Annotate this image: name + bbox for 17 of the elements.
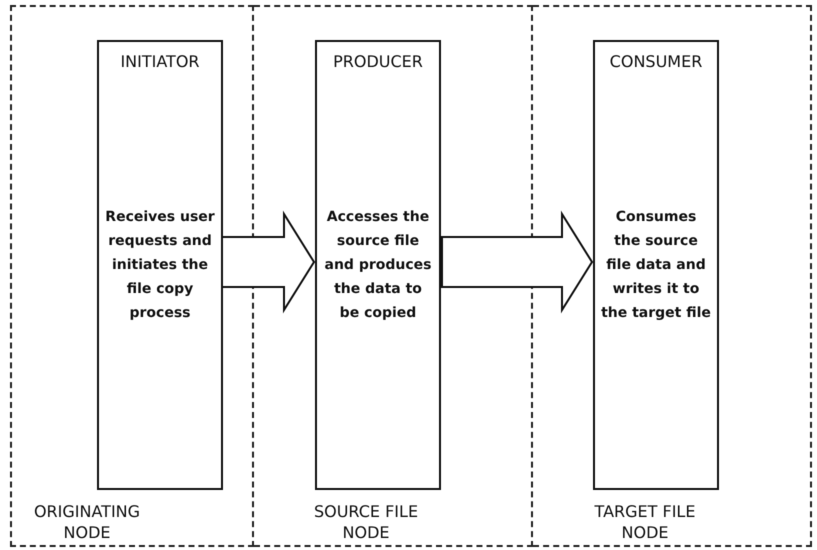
process-box (315, 40, 441, 490)
process-title: INITIATOR (119, 52, 201, 71)
region-label: ORIGINATING NODE (32, 501, 142, 543)
process-description: Accesses the source file and produces the data to be copied (324, 208, 432, 323)
region-label: TARGET FILE NODE (594, 501, 696, 543)
region-label: SOURCE FILE NODE (312, 501, 420, 543)
block-arrow (441, 210, 594, 314)
process-title: PRODUCER (332, 52, 424, 71)
node-region (254, 5, 533, 547)
process-box (593, 40, 719, 490)
block-arrow (221, 210, 316, 314)
node-region (533, 5, 812, 547)
process-title: CONSUMER (608, 52, 704, 71)
process-description: Receives user requests and initiates the file copy process (105, 208, 215, 323)
node-region (10, 5, 254, 547)
process-description: Consumes the source file data and writes it to the target file (601, 208, 711, 323)
process-box (97, 40, 223, 490)
